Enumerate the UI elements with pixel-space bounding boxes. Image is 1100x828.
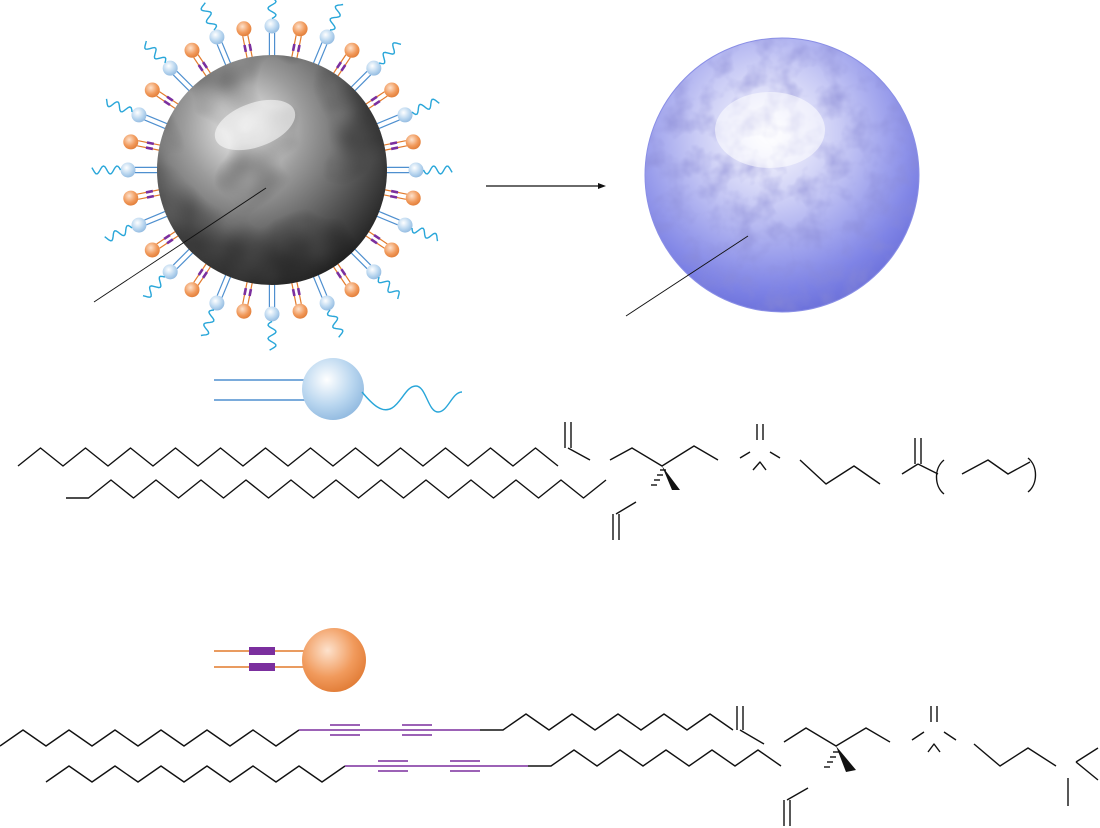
diacetylene-lipid: [144, 230, 180, 258]
peg-lipid: [264, 283, 280, 351]
peg-bracket-right: [1027, 457, 1037, 493]
acyl-chain-1-proximal: [0, 729, 300, 747]
diacetylene-lipid-icon: [214, 628, 366, 692]
diacetylene-lipid: [364, 230, 400, 258]
nanoparticle-core: [157, 55, 387, 285]
peg-lipid: [104, 210, 169, 242]
acyl-chain-2-distal: [528, 749, 782, 767]
choline-headgroup: [1067, 747, 1099, 806]
peg-lipid: [349, 247, 400, 300]
peg-lipid: [312, 273, 344, 338]
diacetylene-lipid: [290, 280, 308, 319]
diacetylene-lipid: [123, 134, 162, 152]
glycerol-backbone: [609, 445, 719, 467]
peg-lipid: [200, 2, 232, 67]
peg-lipid: [385, 162, 453, 178]
peg-lipid: [105, 98, 169, 130]
peg-bracket-left: [935, 459, 945, 495]
diacetylene-lipid-structure: [0, 706, 1099, 826]
arrow-right-icon: [486, 183, 606, 189]
ethanolamine-linker: [973, 743, 1057, 767]
glycerol-backbone: [783, 727, 891, 747]
diacetylene-lipid: [382, 134, 421, 152]
lipid-coated-nanoparticle: [91, 0, 453, 351]
diacetylene-lipid: [382, 188, 421, 206]
peg-lipid-icon: [214, 358, 463, 420]
diacetylene-lipid: [332, 262, 360, 298]
diacetylene-lipid: [184, 262, 212, 298]
acyl-chain-1: [17, 447, 559, 467]
leader-line-core: [93, 187, 267, 303]
diacetylene-lipid: [184, 42, 212, 78]
peg-lipid: [91, 162, 159, 178]
peg-lipid: [200, 273, 232, 337]
peg-repeat-unit: [961, 459, 1031, 475]
diacetylene-lipid: [332, 42, 360, 78]
leader-line-shell: [625, 235, 749, 317]
peg-lipid: [312, 3, 344, 67]
acyl-chain-1-distal: [480, 713, 734, 731]
acyl-chain-2-proximal: [45, 765, 346, 783]
peg-lipid: [142, 247, 195, 298]
peg-lipid: [375, 210, 439, 242]
polymerized-lipid-shell-particle: [625, 37, 920, 317]
phosphate-group: [911, 731, 957, 753]
diacetylene-lipid: [290, 21, 308, 60]
peg-lipid: [375, 98, 440, 130]
peg-lipid: [144, 40, 195, 93]
diacetylene-lipid: [123, 188, 162, 206]
peg-lipid-structure: [17, 422, 1037, 540]
acyl-chain-2: [66, 479, 607, 499]
diacetylene-lipid: [144, 82, 180, 110]
phosphate-group: [739, 451, 781, 471]
ethanolamine-linker: [799, 459, 881, 485]
peg-lipid: [349, 42, 402, 93]
peg-lipid: [264, 0, 280, 57]
diacetylene-lipid: [364, 82, 400, 110]
diacetylene-lipid: [236, 21, 254, 60]
diacetylene-lipid: [236, 280, 254, 319]
